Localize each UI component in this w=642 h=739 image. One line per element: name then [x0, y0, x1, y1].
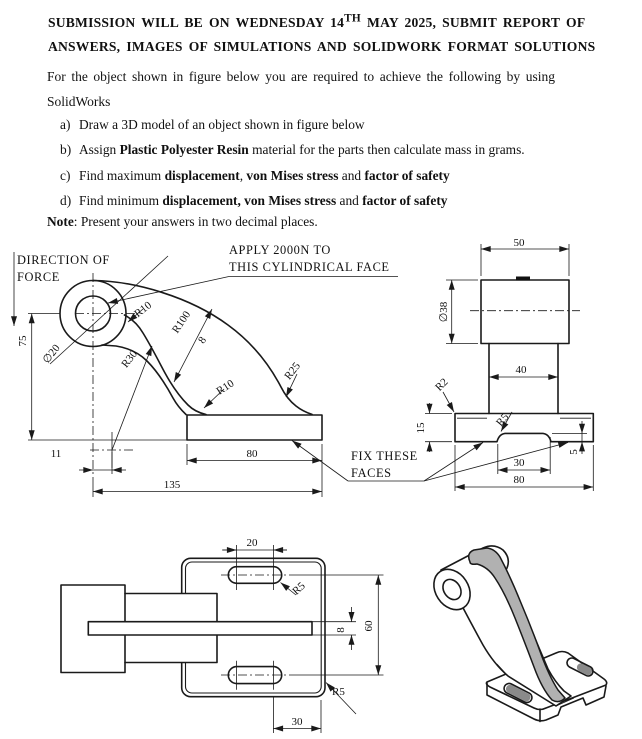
iso-slot-left — [503, 682, 533, 704]
intro-paragraph: For the object shown in figure below you… — [47, 64, 627, 114]
dim-20: 20 — [247, 537, 259, 549]
dim-dia38: ∅38 — [438, 301, 450, 322]
dim-r25: R25 — [282, 360, 303, 382]
dim-50: 50 — [514, 237, 526, 249]
dim-r2: R2 — [433, 376, 451, 394]
note-line: Note: Present your answers in two decima… — [47, 214, 318, 229]
dim-80-front: 80 — [247, 448, 259, 460]
task-item-d: d)Find minimum displacement, von Mises s… — [60, 192, 448, 208]
dim-r5-slot: R5 — [290, 580, 308, 598]
dim-15: 15 — [415, 422, 427, 434]
dim-r5-corner: R5 — [332, 686, 345, 698]
dim-75: 75 — [17, 335, 29, 347]
intro-line1: For the object shown in figure below you… — [47, 69, 556, 84]
fix-callout-line1: FIX THESE — [351, 449, 418, 463]
task-item-b: b)Assign Plastic Polyester Resin materia… — [60, 142, 525, 158]
dim-8-top: 8 — [335, 627, 347, 633]
dim-40: 40 — [516, 364, 528, 376]
header-line1: SUBMISSION WILL BE ON WEDNESDAY 14TH MAY… — [48, 12, 586, 30]
dim-r10-upper: R10 — [132, 299, 154, 320]
task-item-c: c)Find maximum displacement, von Mises s… — [60, 167, 450, 183]
dim-11: 11 — [51, 448, 62, 460]
task-item-a: a)Draw a 3D model of an object shown in … — [60, 117, 365, 132]
dim-r30: R30 — [119, 348, 140, 370]
iso-web-shaded-face — [467, 547, 566, 703]
dim-r100: R100 — [170, 309, 194, 336]
apply-callout-line2: THIS CYLINDRICAL FACE — [229, 260, 390, 274]
intro-line2: SolidWorks — [47, 94, 111, 109]
dim-60: 60 — [363, 620, 375, 632]
dim-8: 8 — [196, 334, 209, 346]
top-view: 20 R5 8 60 30 R5 — [60, 537, 384, 733]
dim-dia20: ∅20 — [41, 342, 63, 366]
dim-30-side: 30 — [514, 457, 526, 469]
apply-callout-line1: APPLY 2000N TO — [229, 243, 331, 257]
iso-hole — [442, 578, 462, 601]
fix-callout-line2: FACES — [351, 466, 392, 480]
dim-30-top: 30 — [292, 716, 304, 728]
task-list: a)Draw a 3D model of an object shown in … — [60, 112, 620, 213]
iso-slot-right — [566, 657, 594, 677]
force-callout-line2: FORCE — [17, 270, 60, 284]
dim-135: 135 — [164, 479, 181, 491]
assignment-header: SUBMISSION WILL BE ON WEDNESDAY 14TH MAY… — [48, 6, 626, 59]
side-view: 50 ∅38 40 15 R2 R5 5 30 80 FIX THESE FAC… — [291, 237, 595, 491]
dim-5: 5 — [568, 449, 580, 455]
front-view: DIRECTION OF FORCE APPLY 2000N TO THIS C… — [11, 243, 398, 497]
header-line2: ANSWERS, IMAGES OF SIMULATIONS AND SOLID… — [48, 38, 596, 54]
force-callout-line1: DIRECTION OF — [17, 253, 110, 267]
isometric-view — [433, 545, 608, 723]
dim-80-side: 80 — [514, 474, 526, 486]
header-superscript: TH — [344, 12, 361, 24]
